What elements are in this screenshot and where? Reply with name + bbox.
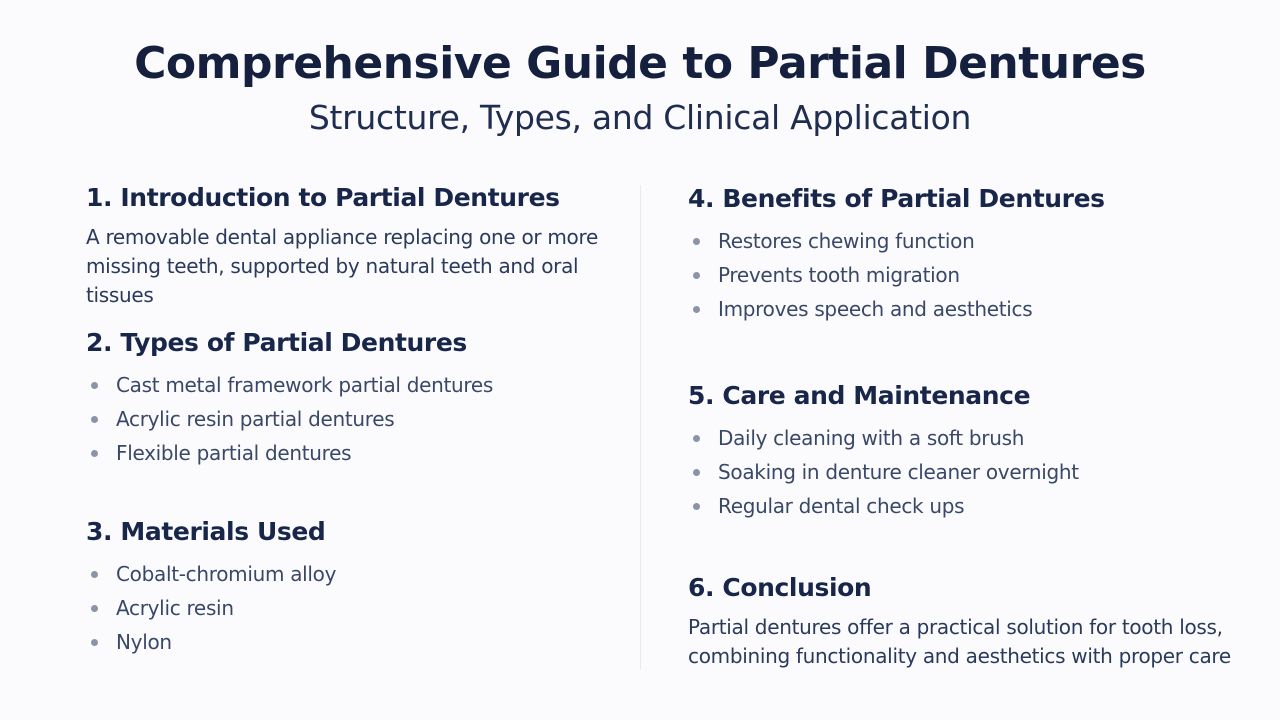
section-heading: 2. Types of Partial Dentures (86, 328, 467, 357)
section-conclusion: 6. Conclusion Partial dentures offer a p… (688, 573, 1233, 671)
list-item: Daily cleaning with a soft brush (688, 421, 1228, 455)
list-item: Cobalt-chromium alloy (86, 557, 616, 591)
materials-list: Cobalt-chromium alloy Acrylic resin Nylo… (86, 557, 616, 659)
page-title: Comprehensive Guide to Partial Dentures (134, 38, 1146, 89)
bullet-icon (91, 416, 98, 423)
list-item: Acrylic resin (86, 591, 616, 625)
benefits-list: Restores chewing function Prevents tooth… (688, 224, 1228, 326)
list-item: Regular dental check ups (688, 489, 1228, 523)
list-item: Prevents tooth migration (688, 258, 1228, 292)
section-heading: 3. Materials Used (86, 517, 326, 546)
bullet-icon (693, 435, 700, 442)
column-divider (640, 185, 641, 670)
section-text: A removable dental appliance replacing o… (86, 225, 598, 307)
section-types: 2. Types of Partial Dentures Cast metal … (86, 328, 616, 470)
bullet-icon (693, 306, 700, 313)
list-item: Improves speech and aesthetics (688, 292, 1228, 326)
bullet-icon (91, 639, 98, 646)
section-benefits: 4. Benefits of Partial Dentures Restores… (688, 184, 1228, 326)
bullet-icon (91, 382, 98, 389)
section-heading: 1. Introduction to Partial Dentures (86, 183, 560, 212)
section-heading: 5. Care and Maintenance (688, 381, 1031, 410)
list-item: Restores chewing function (688, 224, 1228, 258)
section-materials: 3. Materials Used Cobalt-chromium alloy … (86, 517, 616, 659)
list-item: Cast metal framework partial dentures (86, 368, 616, 402)
section-care: 5. Care and Maintenance Daily cleaning w… (688, 381, 1228, 523)
list-item: Soaking in denture cleaner overnight (688, 455, 1228, 489)
list-item: Acrylic resin partial dentures (86, 402, 616, 436)
bullet-icon (693, 503, 700, 510)
bullet-icon (91, 450, 98, 457)
list-item: Flexible partial dentures (86, 436, 616, 470)
types-list: Cast metal framework partial dentures Ac… (86, 368, 616, 470)
section-heading: 4. Benefits of Partial Dentures (688, 184, 1105, 213)
bullet-icon (693, 469, 700, 476)
bullet-icon (91, 571, 98, 578)
bullet-icon (91, 605, 98, 612)
bullet-icon (693, 272, 700, 279)
list-item: Nylon (86, 625, 616, 659)
section-heading: 6. Conclusion (688, 573, 872, 602)
page-subtitle: Structure, Types, and Clinical Applicati… (308, 98, 972, 137)
care-list: Daily cleaning with a soft brush Soaking… (688, 421, 1228, 523)
section-text: Partial dentures offer a practical solut… (688, 615, 1231, 668)
bullet-icon (693, 238, 700, 245)
section-introduction: 1. Introduction to Partial Dentures A re… (86, 183, 616, 310)
